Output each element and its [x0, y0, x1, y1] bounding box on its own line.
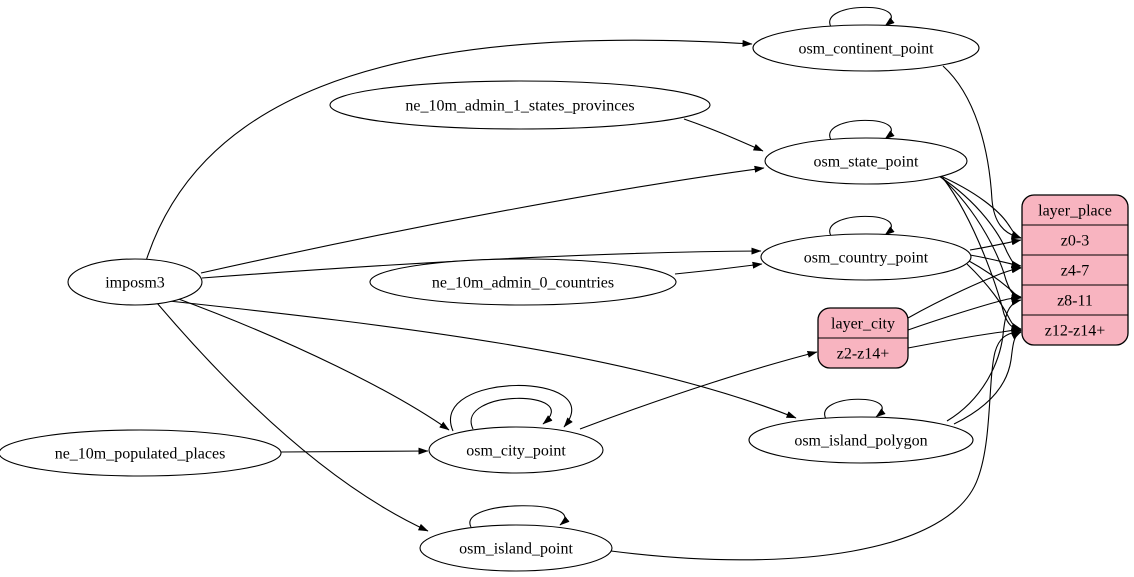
node-imposm3-label: imposm3 — [105, 275, 165, 292]
edge-imposm3-to-osm_state_point — [200, 165, 765, 274]
edge-osm_state_point-to-osm_state_point-self-loop — [829, 119, 895, 141]
edge-osm_continent_point-to-osm_continent_point-self-loop — [829, 6, 895, 28]
edge-imposm3-to-osm_island_polygon — [168, 300, 797, 419]
edge-ne_10m_admin_0_countries-to-osm_country_point — [674, 261, 763, 275]
edge-imposm3-to-osm_continent_point — [145, 39, 753, 262]
edge-ne_10m_populated_places-to-osm_city_point — [280, 447, 429, 455]
edge-imposm3-to-osm_island_point — [156, 302, 429, 532]
node-osm_continent_point: osm_continent_point — [752, 24, 980, 72]
node-osm_state_point-label: osm_state_point — [814, 154, 919, 171]
node-ne_10m_populated_places: ne_10m_populated_places — [0, 429, 282, 477]
edge-imposm3-to-osm_city_point — [175, 297, 450, 431]
edge-ne_10m_admin_1_states_provinces-to-osm_state_point — [683, 118, 764, 152]
edge-osm_island_point-to-osm_island_point-self-loop — [469, 505, 570, 528]
node-ne_10m_populated_places-shape — [0, 429, 282, 477]
node-ne_10m_admin_0_countries-shape — [369, 258, 677, 306]
node-imposm3: imposm3 — [67, 258, 203, 306]
node-layer_place-row-4: z12-z14+ — [1045, 323, 1106, 340]
edge-osm_island_polygon-to-layer_place-z8-11 — [946, 298, 1022, 422]
node-osm_island_point-label: osm_island_point — [459, 541, 573, 558]
edge-osm_city_point-to-osm_city_point-self-loop — [449, 384, 573, 432]
edge-osm_country_point-to-layer_place-z8-11 — [968, 260, 1022, 299]
node-ne_10m_admin_0_countries: ne_10m_admin_0_countries — [369, 258, 677, 306]
node-ne_10m_admin_1_states_provinces: ne_10m_admin_1_states_provinces — [329, 80, 711, 130]
node-osm_continent_point-shape — [752, 24, 980, 72]
node-osm_island_polygon-shape — [748, 416, 974, 464]
node-osm_continent_point-label: osm_continent_point — [798, 41, 934, 58]
node-layer_city-row-1: z2-z14+ — [837, 346, 890, 363]
node-layer_place-row-2: z4-7 — [1061, 263, 1089, 280]
node-osm_island_point: osm_island_point — [419, 524, 613, 572]
node-osm_island_polygon-label: osm_island_polygon — [794, 433, 927, 450]
edge-osm_state_point-to-layer_place-z8-11 — [940, 176, 1022, 299]
node-layer_place-row-3: z8-11 — [1057, 293, 1093, 310]
node-osm_state_point-shape — [764, 137, 968, 185]
edge-osm_country_point-to-osm_country_point-self-loop — [829, 215, 895, 237]
node-layer_place-row-1: z0-3 — [1061, 233, 1089, 250]
node-ne_10m_populated_places-label: ne_10m_populated_places — [55, 446, 226, 463]
edge-osm_country_point-to-layer_place-z4-7 — [969, 254, 1022, 268]
node-layer_place-row-0: layer_place — [1038, 203, 1112, 220]
edge-osm_city_point-to-osm_city_point-self-loop — [470, 397, 553, 430]
node-layer_city: layer_city z2-z14+ — [817, 307, 909, 369]
edge-osm_country_point-to-layer_place-z0-3 — [969, 238, 1022, 251]
edge-osm_country_point-to-layer_place-z12-z14+ — [966, 263, 1022, 330]
edge-osm_state_point-to-layer_place-z0-3 — [935, 173, 1022, 239]
node-osm_country_point: osm_country_point — [760, 233, 972, 281]
node-ne_10m_admin_1_states_provinces-shape — [329, 80, 711, 130]
edge-osm_island_polygon-to-osm_island_polygon-self-loop — [824, 398, 886, 420]
node-osm_state_point: osm_state_point — [764, 137, 968, 185]
node-osm_city_point: osm_city_point — [428, 426, 604, 474]
node-osm_city_point-label: osm_city_point — [466, 443, 566, 460]
node-imposm3-shape — [67, 258, 203, 306]
edge-osm_island_polygon-to-layer_place-z12-z14+ — [953, 331, 1022, 425]
node-osm_island_point-shape — [419, 524, 613, 572]
node-layer_place-shape — [1021, 194, 1129, 346]
edge-osm_island_point-to-layer_place-z12-z14+ — [610, 328, 1022, 561]
node-osm_city_point-shape — [428, 426, 604, 474]
edge-layer_city-to-layer_place-z12-z14+ — [907, 326, 1022, 349]
node-ne_10m_admin_1_states_provinces-label: ne_10m_admin_1_states_provinces — [405, 98, 634, 115]
node-osm_country_point-label: osm_country_point — [804, 250, 929, 267]
edge-osm_continent_point-to-layer_place-z0-3 — [942, 65, 1022, 240]
edge-osm_city_point-to-layer_city-z2-z14+ — [579, 350, 818, 430]
node-osm_country_point-shape — [760, 233, 972, 281]
node-layer_place: layer_place z0-3 z4-7 z8-11 z12-z14+ — [1021, 194, 1129, 346]
edge-layer_city-to-layer_place-z8-11 — [907, 294, 1022, 331]
node-ne_10m_admin_0_countries-label: ne_10m_admin_0_countries — [432, 275, 614, 292]
node-osm_island_polygon: osm_island_polygon — [748, 416, 974, 464]
node-layer_city-row-0: layer_city — [831, 316, 895, 333]
edge-layer_city-to-layer_place-z4-7 — [907, 266, 1022, 319]
